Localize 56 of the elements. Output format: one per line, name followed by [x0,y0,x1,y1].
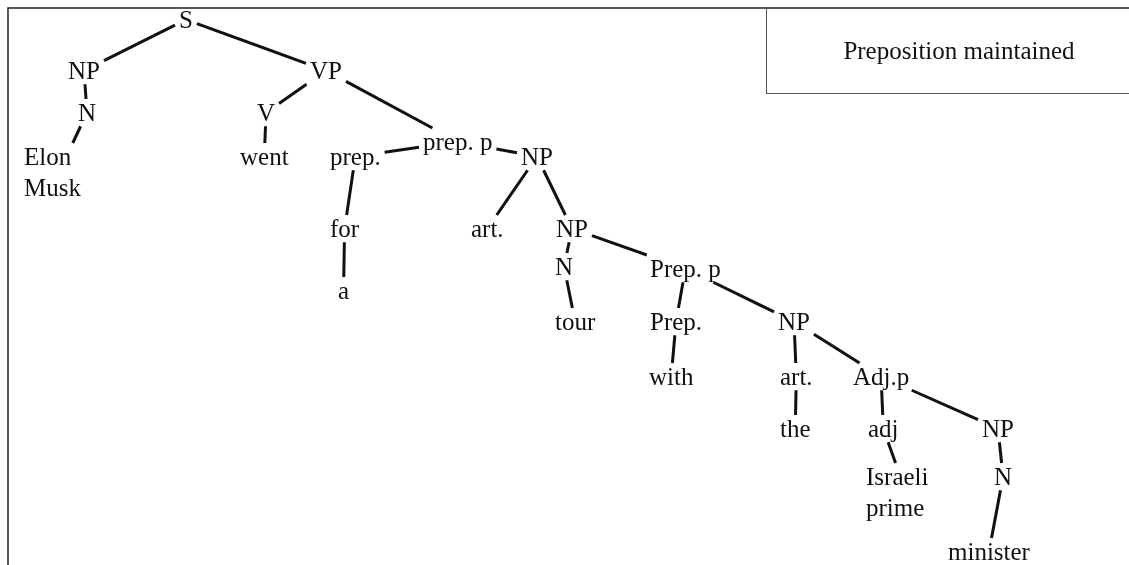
tree-branch-line [278,83,308,105]
tree-node-label: prep. p [421,126,495,158]
tree-node-label: adj [866,413,901,445]
tree-node-label: V [255,97,278,129]
tree-branch-line [793,335,798,364]
tree-branch-line [990,489,1002,539]
tree-node-label: NP [980,413,1016,445]
tree-branch-line [83,84,88,100]
tree-branch-line [886,441,897,464]
tree-node-label: went [238,141,291,173]
tree-branch-line [196,22,307,65]
tree-branch-line [495,169,529,216]
tree-node-label: Elon Musk [22,141,96,204]
tree-branch-line [880,390,885,416]
tree-node-label: S [177,4,195,36]
tree-node-label: N [992,461,1015,493]
tree-node-label: NP [554,213,590,245]
tree-node-label: N [76,97,99,129]
tree-node-label: prep. [328,141,383,173]
tree-node-label: Prep. [648,306,705,338]
tree-branch-line [794,390,798,416]
tree-branch-line [103,23,176,62]
tree-branch-line [565,241,571,254]
tree-branch-line [712,280,775,314]
tree-node-label: minister [946,536,1032,565]
tree-node-label: art. [469,213,506,245]
tree-node-label: a [336,275,352,307]
tree-branch-line [670,335,677,364]
tree-node-label: N [553,251,576,283]
tree-branch-line [565,279,574,309]
tree-node-label: the [778,413,813,445]
tree-node-label: VP [308,55,344,87]
tree-node-label: Prep. p [648,253,723,285]
tree-branch-line [345,170,355,216]
tree-branch-line [496,147,518,155]
tree-node-label: for [328,213,362,245]
tree-node-label: with [647,361,696,393]
tree-node-label: NP [776,306,812,338]
tree-branch-line [542,169,567,216]
tree-branch-line [342,242,346,278]
tree-branch-line [911,388,979,422]
tree-branch-line [591,234,648,257]
tree-branch-line [71,125,82,144]
tree-branch-line [813,332,861,365]
tree-node-label: Adj.p [851,361,912,393]
tree-node-label: Israeli prime [864,461,948,524]
tree-node-label: NP [66,55,102,87]
tree-node-label: art. [778,361,815,393]
title-box: Preposition maintained [766,8,1129,94]
tree-branch-line [676,282,685,309]
tree-node-label: NP [519,141,555,173]
tree-branch-line [263,126,267,144]
tree-branch-line [997,442,1004,464]
tree-branch-line [384,145,420,154]
tree-node-label: tour [553,306,598,338]
tree-branch-line [345,80,434,130]
